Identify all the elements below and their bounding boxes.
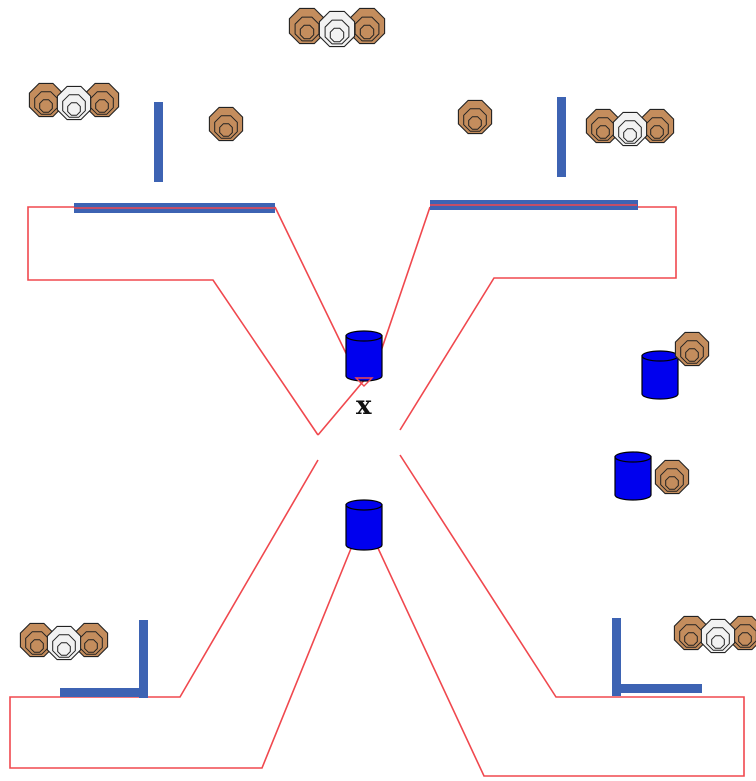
octagon-cluster-bottom-left-left [19,622,55,658]
octagon-cluster-top-right-center [612,111,648,147]
octagon-cluster-bottom-left-center [46,625,82,661]
wall-bar-bottom-right-vertical [612,618,621,696]
track-top-left [274,206,368,436]
octagon-cluster-top-left [288,7,326,45]
brown-octagon-icon [208,106,244,142]
octagon-cluster-bottom-left-right [73,622,109,658]
wall-bar-bottom-left-horizontal [60,688,148,697]
blue-cylinder-icon [614,451,652,501]
octagons-group [19,7,756,661]
brown-octagon-icon [674,331,710,367]
octagon-cluster-top-right-left [585,108,621,144]
blue-cylinder-icon [641,350,679,400]
octagon-cluster-top-center [318,10,356,48]
track-top-left-outer [27,206,319,436]
track-bottom-right [376,454,745,777]
octagon-cluster-bottom-right-left [673,615,709,651]
octagon-cluster-top-left-center [56,85,92,121]
track-overlay-group [74,204,637,209]
blue-cylinder-icon [345,330,383,382]
octagon-cluster-top-left-left [28,82,64,118]
cylinder-pointer [354,377,374,387]
blue-cylinder-icon [345,499,383,551]
wall-bar-top-left-vertical [154,102,163,182]
brown-octagon-icon [654,459,690,495]
track-outline-group [9,206,745,777]
wall-bars-group [60,97,702,698]
wall-bar-bottom-left-vertical [139,620,148,698]
track-top-right-outer [399,206,677,431]
wall-bar-bottom-right-horizontal [612,684,702,693]
center-marker-label: x [356,391,372,421]
wall-bar-top-right-vertical [557,97,566,177]
octagon-cluster-bottom-right-center [700,618,736,654]
cylinders-group [345,330,679,551]
track-bottom-left [9,459,353,769]
brown-octagon-icon [457,99,493,135]
